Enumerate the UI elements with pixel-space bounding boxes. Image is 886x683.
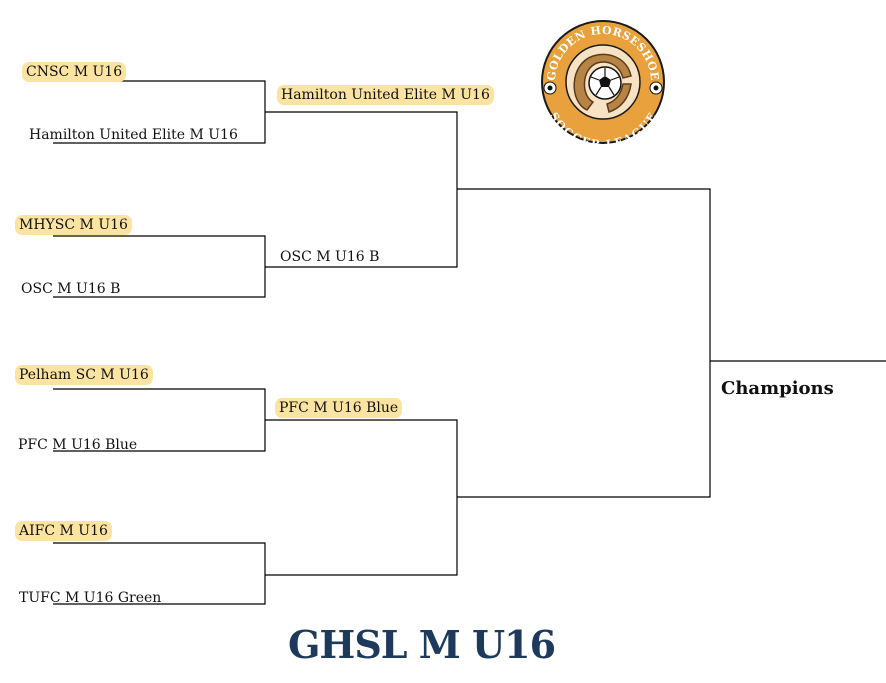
r2-match-1-line	[265, 111, 458, 268]
r2-team-2: OSC M U16 B	[280, 249, 380, 265]
r1-team-4: OSC M U16 B	[21, 281, 121, 297]
r1-team-2: Hamilton United Elite M U16	[29, 127, 238, 143]
r1-team-7: AIFC M U16	[15, 521, 112, 541]
r1-team-3: MHYSC M U16	[15, 215, 132, 235]
r1-team-5: Pelham SC M U16	[15, 365, 153, 385]
r1-team-6: PFC M U16 Blue	[18, 437, 138, 453]
r2-match-2-line	[265, 419, 458, 576]
r1-team-8: TUFC M U16 Green	[19, 590, 162, 606]
league-logo: GOLDEN HORSESHOE SOCCER LEAGUE	[541, 20, 665, 146]
champions-label: Champions	[721, 378, 834, 399]
r2-team-1: Hamilton United Elite M U16	[277, 85, 494, 105]
r2-team-3: PFC M U16 Blue	[275, 398, 403, 418]
final-line	[457, 188, 711, 498]
soccer-ball-icon	[588, 66, 622, 100]
r1-team-1: CNSC M U16	[22, 62, 127, 82]
horseshoe-icon	[573, 53, 632, 111]
r1-match-4-line	[53, 542, 266, 605]
page-title: GHSL M U16	[287, 622, 556, 667]
